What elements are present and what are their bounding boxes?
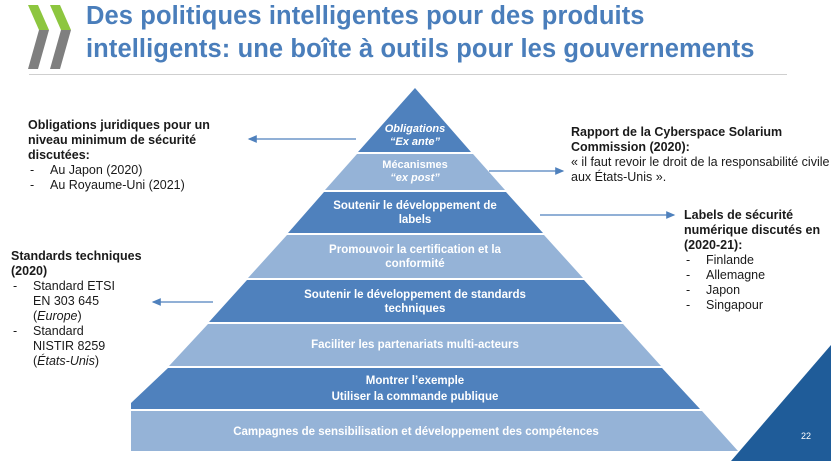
list-item: Au Royaume-Uni (2021) [28, 178, 243, 193]
list-item: Au Japon (2020) [28, 163, 243, 178]
list-item: Standard NISTIR 8259 (États-Unis) [11, 324, 161, 369]
title-divider-right [387, 74, 787, 75]
list-item: Japon [684, 283, 829, 298]
pyramid-layer-5 [209, 280, 622, 322]
pyramid-layer-2 [325, 154, 505, 190]
pyramid-layer-1 [358, 88, 471, 152]
note-ex-post-heading: Rapport de la Cyberspace Solarium Commis… [571, 125, 783, 154]
oecd-logo-icon [28, 5, 71, 69]
layer-1-label: Obligations“Ex ante” [384, 123, 446, 148]
list-item: Finlande [684, 253, 829, 268]
note-standards-heading: Standards techniques (2020) [11, 249, 142, 278]
note-labels: Labels de sécurité numérique discutés en… [684, 208, 829, 313]
layer-2-label: Mécanismes“ex post” [382, 159, 448, 184]
title-line-2: intelligents: une boîte à outils pour le… [86, 35, 755, 63]
layer-6-label: Faciliter les partenariats multi-acteurs [311, 339, 519, 351]
layer-8-label: Campagnes de sensibilisation et développ… [233, 426, 599, 438]
note-labels-heading: Labels de sécurité numérique discutés en… [684, 208, 821, 252]
list-item: Allemagne [684, 268, 829, 283]
note-ex-ante-heading: Obligations juridiques pour un niveau mi… [28, 118, 210, 162]
corner-decoration [731, 345, 831, 461]
pyramid-layer-6 [169, 324, 661, 366]
list-item: Standard ETSI EN 303 645 (Europe) [11, 279, 161, 324]
pyramid-layer-4 [248, 235, 583, 278]
title-divider [29, 74, 387, 75]
list-item: Singapour [684, 298, 829, 313]
title-line-1: Des politiques intelligentes pour des pr… [86, 2, 645, 30]
page-number: 22 [801, 431, 812, 441]
pyramid-layer-3 [288, 192, 543, 233]
note-ex-post: Rapport de la Cyberspace Solarium Commis… [571, 125, 831, 185]
pyramid-layer-8 [131, 411, 738, 451]
note-standards: Standards techniques (2020) Standard ETS… [11, 249, 161, 369]
pyramid-layer-7 [131, 368, 700, 409]
note-ex-post-quote: « il faut revoir le droit de la responsa… [571, 155, 830, 184]
note-ex-ante: Obligations juridiques pour un niveau mi… [28, 118, 243, 193]
slide-title: Des politiques intelligentes pour des pr… [86, 0, 831, 66]
